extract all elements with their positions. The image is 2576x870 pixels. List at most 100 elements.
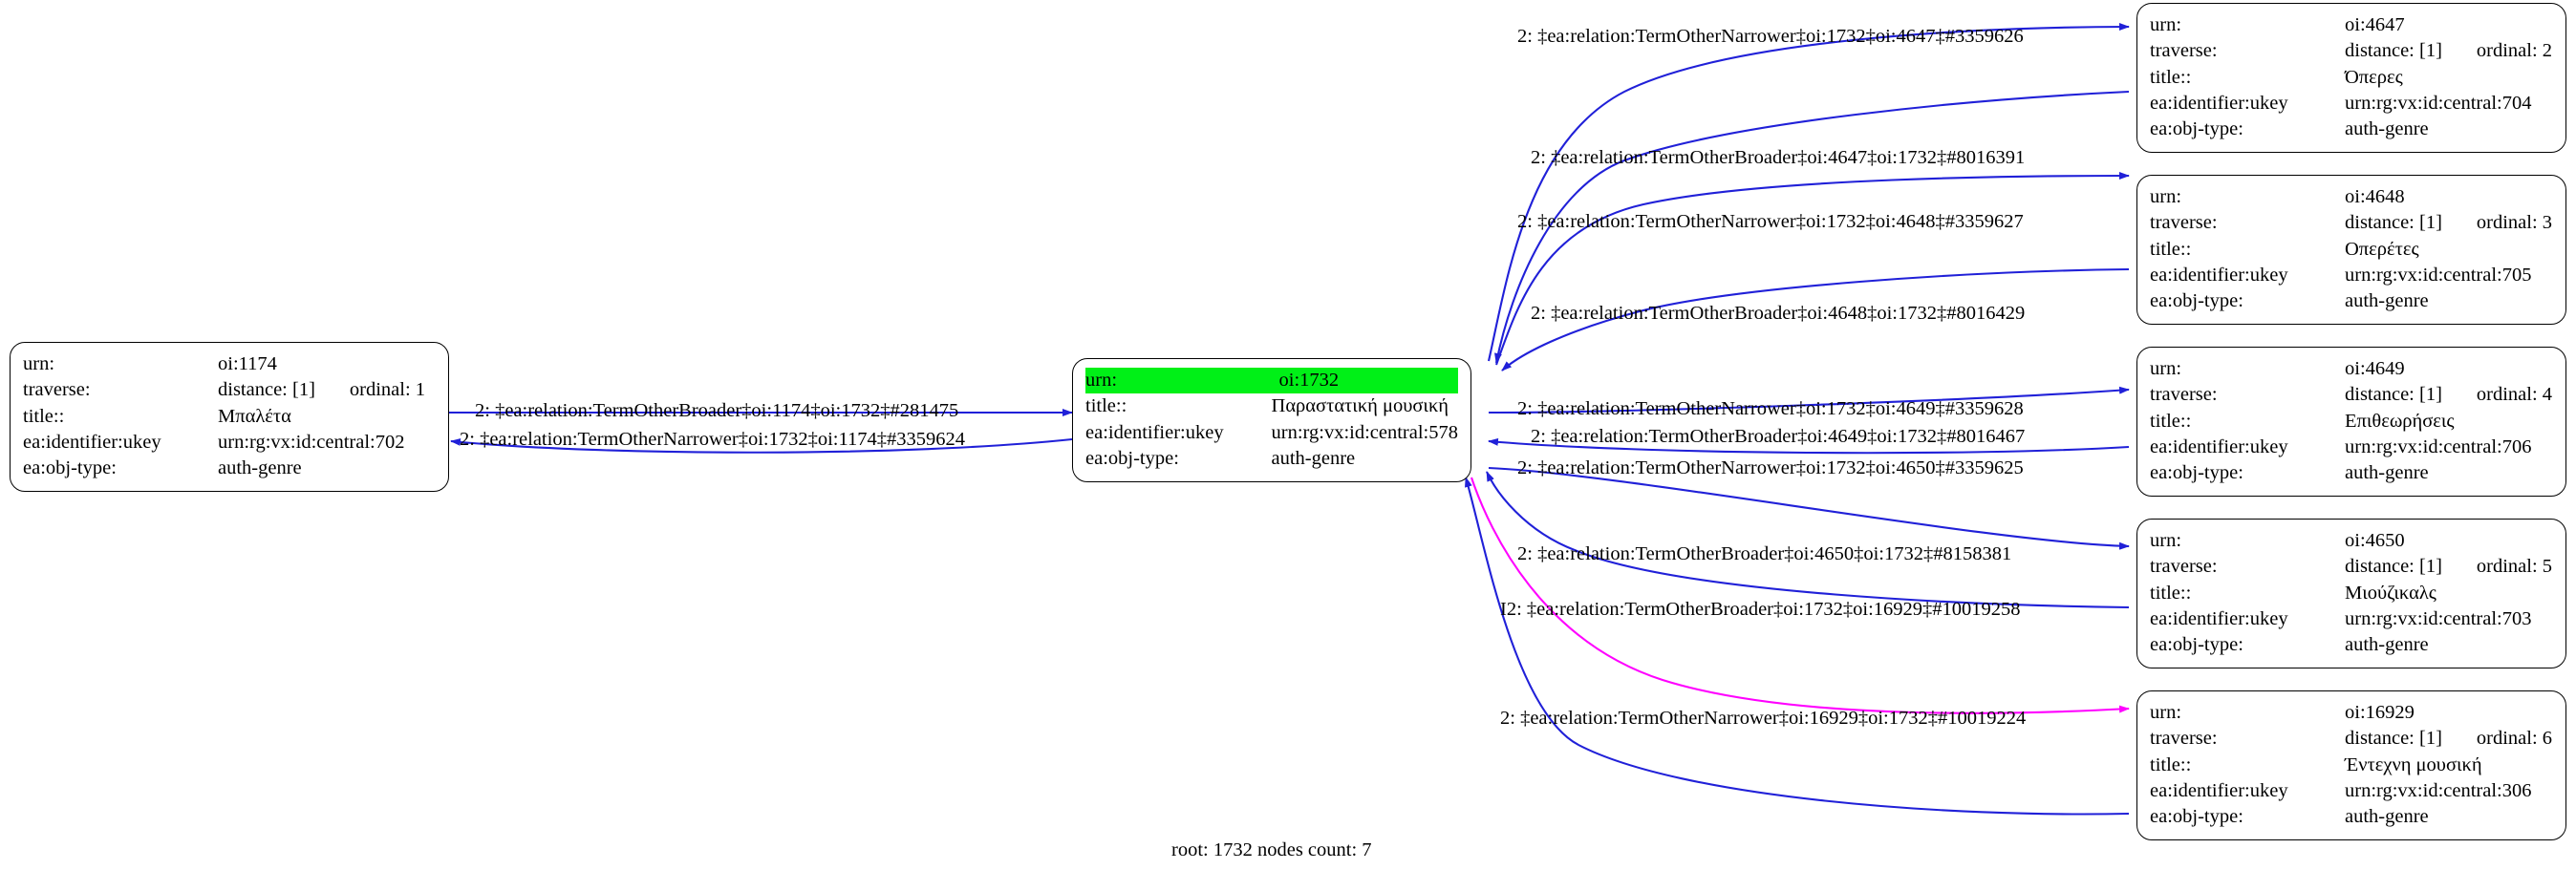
edge-path-e2 — [1494, 90, 2130, 364]
row-value: distance: [1] ordinal: 6 — [2345, 726, 2552, 752]
row-value: urn:rg:vx:id:central:702 — [218, 431, 405, 453]
node-row-urn: urn: oi:4650 — [2150, 528, 2552, 554]
row-key: title:: — [2150, 238, 2192, 260]
row-value: Παραστατική μουσική — [1271, 395, 1449, 417]
node-oi4647[interactable]: urn: oi:4647 traverse: distance: [1] ordi… — [2136, 3, 2566, 154]
row-value: auth-genre — [218, 457, 302, 478]
row-value: distance: [1] ordinal: 3 — [2345, 210, 2552, 236]
node-oi1174[interactable]: urn: oi:1174 traverse: distance: [1]ordi… — [10, 342, 449, 493]
row-key: ea:obj-type: — [1085, 447, 1179, 469]
row-key: traverse: — [2150, 40, 2218, 62]
row-key: title:: — [2150, 753, 2192, 775]
row-value: Όπερες — [2345, 66, 2403, 88]
row-value: urn:rg:vx:id:central:306 — [2345, 779, 2532, 801]
row-value: oi:1174 — [218, 353, 277, 374]
node-row-objtype: ea:obj-type: auth-genre — [23, 456, 425, 481]
edge-path-e6 — [1488, 437, 2130, 455]
row-key: title:: — [2150, 66, 2192, 88]
edge-label-e1: 2: ‡ea:relation:TermOtherNarrower‡oi:173… — [1517, 26, 2024, 47]
edge-path-e3 — [1495, 172, 2130, 366]
row-key: traverse: — [23, 379, 91, 401]
row-value: auth-genre — [2345, 806, 2429, 827]
graph-caption: root: 1732 nodes count: 7 — [1171, 839, 1372, 860]
row-value: auth-genre — [2345, 462, 2429, 483]
edge-path-e10 — [1464, 477, 2130, 816]
row-value: oi:16929 — [2345, 702, 2415, 723]
edge-path-e8 — [1486, 471, 2130, 609]
row-key: ea:obj-type: — [2150, 118, 2243, 139]
row-key: ea:identifier:ukey — [2150, 779, 2288, 801]
node-row-urn: urn: oi:4647 — [2150, 12, 2552, 38]
row-key: urn: — [2150, 702, 2182, 723]
node-row-traverse: traverse: distance: [1] ordinal: 3 — [2150, 210, 2552, 236]
traverse-distance: distance: [1] — [2345, 728, 2442, 750]
node-row-ukey: ea:identifier:ukey urn:rg:vx:id:central:… — [2150, 435, 2552, 460]
node-row-objtype: ea:obj-type: auth-genre — [2150, 117, 2552, 142]
node-oi1732[interactable]: urn: oi:1732 title:: Παραστατική μουσική… — [1072, 358, 1471, 482]
row-value: oi:4648 — [2345, 186, 2405, 207]
edge-label-e12: 2: ‡ea:relation:TermOtherNarrower‡oi:173… — [460, 429, 965, 450]
node-row-traverse: traverse: distance: [1]ordinal: 1 — [23, 377, 425, 403]
row-key: traverse: — [2150, 212, 2218, 234]
row-value: auth-genre — [1271, 447, 1356, 469]
row-key: traverse: — [2150, 384, 2218, 406]
node-row-ukey: ea:identifier:ukey urn:rg:vx:id:central:… — [23, 430, 425, 456]
row-key: ea:identifier:ukey — [23, 431, 161, 453]
traverse-distance: distance: [1] — [2345, 384, 2442, 406]
row-value: oi:4649 — [2345, 358, 2405, 379]
edge-label-e4: 2: ‡ea:relation:TermOtherBroader‡oi:4648… — [1531, 303, 2026, 324]
row-key: ea:obj-type: — [23, 457, 117, 478]
node-row-title: title:: Μπαλέτα — [23, 404, 425, 430]
edge-label-e3: 2: ‡ea:relation:TermOtherNarrower‡oi:173… — [1517, 211, 2024, 232]
traverse-ordinal: ordinal: 5 — [2476, 556, 2553, 578]
node-row-objtype: ea:obj-type: auth-genre — [2150, 804, 2552, 830]
node-row-urn: urn: oi:16929 — [2150, 700, 2552, 726]
node-oi4649[interactable]: urn: oi:4649 traverse: distance: [1]ordi… — [2136, 347, 2566, 498]
node-oi4648[interactable]: urn: oi:4648 traverse: distance: [1]ordi… — [2136, 175, 2566, 326]
node-row-objtype: ea:obj-type: auth-genre — [2150, 632, 2552, 658]
node-row-ukey: ea:identifier:ukey urn:rg:vx:id:central:… — [1085, 420, 1458, 446]
row-value: distance: [1]ordinal: 4 — [2345, 382, 2552, 408]
row-value: auth-genre — [2345, 118, 2429, 139]
row-value: distance: [1] ordinal: 5 — [2345, 554, 2552, 580]
node-row-traverse: traverse: distance: [1] ordinal: 2 — [2150, 38, 2552, 64]
traverse-ordinal: ordinal: 2 — [2476, 40, 2553, 62]
traverse-ordinal: ordinal: 1 — [349, 379, 426, 401]
node-row-title: title:: Έντεχνη μουσική — [2150, 753, 2552, 778]
node-row-traverse: traverse: distance: [1]ordinal: 4 — [2150, 382, 2552, 408]
node-row-title: title:: Μιούζικαλς — [2150, 581, 2552, 606]
edge-label-e8: 2: ‡ea:relation:TermOtherBroader‡oi:4650… — [1517, 543, 2012, 564]
row-key: ea:obj-type: — [2150, 806, 2243, 827]
row-key: ea:identifier:ukey — [2150, 92, 2288, 114]
row-value: oi:1732 — [1271, 368, 1458, 394]
traverse-distance: distance: [1] — [2345, 212, 2442, 234]
row-key: ea:obj-type: — [2150, 462, 2243, 483]
traverse-ordinal: ordinal: 3 — [2476, 212, 2553, 234]
row-key: traverse: — [2150, 728, 2218, 750]
edge-path-e1 — [1487, 23, 2130, 362]
node-row-title: title:: Όπερες — [2150, 65, 2552, 91]
traverse-ordinal: ordinal: 6 — [2476, 728, 2553, 750]
row-value: auth-genre — [2345, 290, 2429, 311]
row-key: urn: — [2150, 358, 2182, 379]
edge-path-e9 — [1470, 477, 2130, 714]
node-row-title: title:: Παραστατική μουσική — [1085, 393, 1458, 419]
edge-label-e6: 2: ‡ea:relation:TermOtherBroader‡oi:4649… — [1531, 426, 2026, 447]
edge-label-e2: 2: ‡ea:relation:TermOtherBroader‡oi:4647… — [1531, 147, 2026, 168]
row-value: urn:rg:vx:id:central:705 — [2345, 264, 2532, 286]
node-oi4650[interactable]: urn: oi:4650 traverse: distance: [1] ordi… — [2136, 519, 2566, 669]
node-oi16929[interactable]: urn: oi:16929 traverse: distance: [1] ord… — [2136, 690, 2566, 841]
edge-path-e7 — [1488, 466, 2130, 550]
edge-label-e11: 2: ‡ea:relation:TermOtherBroader‡oi:1174… — [475, 400, 959, 421]
node-row-urn: urn: oi:1732 — [1085, 368, 1458, 394]
traverse-distance: distance: [1] — [2345, 40, 2442, 62]
row-key: ea:obj-type: — [2150, 290, 2243, 311]
node-row-objtype: ea:obj-type: auth-genre — [2150, 460, 2552, 486]
row-value: distance: [1]ordinal: 1 — [218, 377, 425, 403]
row-value: Μπαλέτα — [218, 405, 291, 427]
row-key: traverse: — [2150, 556, 2218, 578]
traverse-distance: distance: [1] — [2345, 556, 2442, 578]
node-row-traverse: traverse: distance: [1] ordinal: 5 — [2150, 554, 2552, 580]
